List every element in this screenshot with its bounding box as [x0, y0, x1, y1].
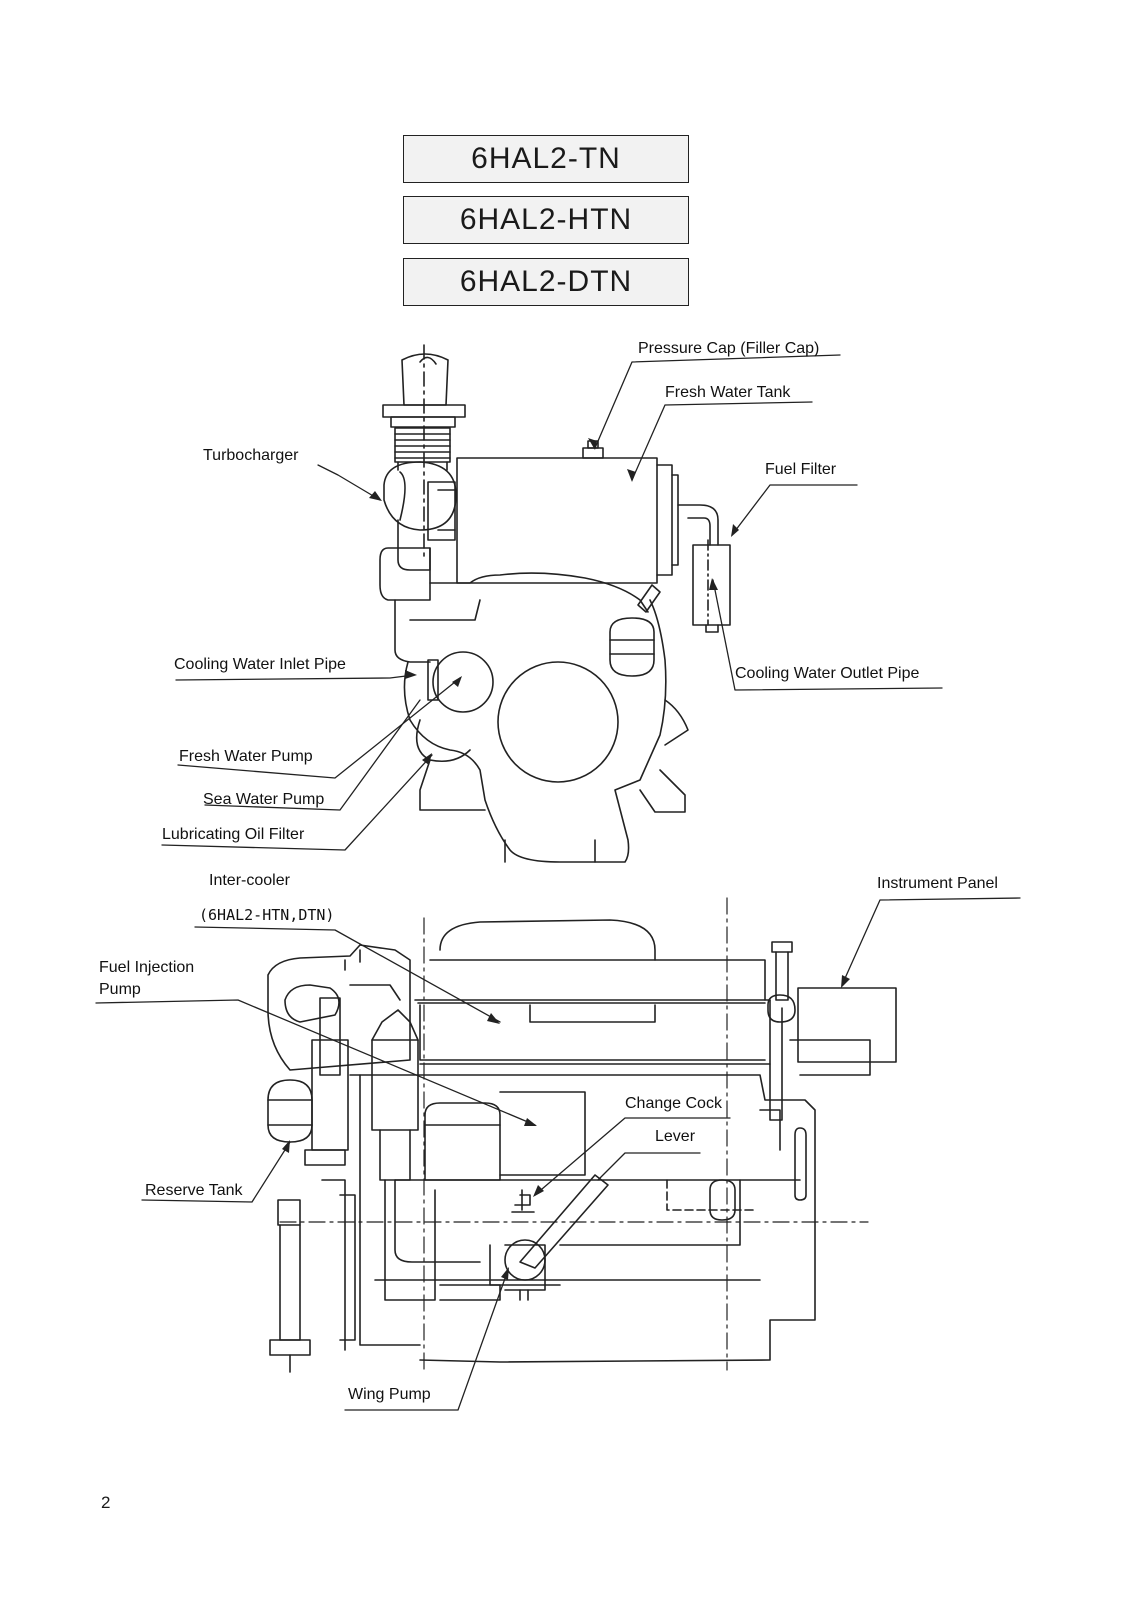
engine-block-front	[395, 573, 688, 862]
fresh-water-pump	[428, 652, 493, 712]
side-leader-lines	[96, 898, 1020, 1410]
lubricating-oil-filter	[417, 720, 470, 761]
centerlines	[280, 898, 868, 1370]
cylinder-head	[415, 960, 770, 1064]
label-change-cock: Change Cock	[625, 1095, 722, 1112]
model-box-htn: 6HAL2-HTN	[403, 196, 689, 244]
crankshaft-pulley	[498, 662, 618, 782]
label-fuel-filter: Fuel Filter	[765, 461, 837, 478]
label-pressure-cap: Pressure Cap (Filler Cap)	[638, 340, 820, 357]
label-lever: Lever	[655, 1128, 696, 1145]
page-number: 2	[101, 1493, 111, 1512]
turbocharger	[380, 462, 456, 600]
label-cooling-water-outlet-pipe: Cooling Water Outlet Pipe	[735, 665, 920, 682]
front-view	[162, 345, 942, 862]
label-fuel-injection-pump-line1: Fuel Injection	[99, 959, 195, 976]
label-cooling-water-inlet-pipe: Cooling Water Inlet Pipe	[174, 656, 346, 673]
oil-filter-side	[425, 1103, 500, 1180]
label-sea-water-pump: Sea Water Pump	[203, 791, 325, 808]
side-arrowheads	[282, 975, 850, 1280]
exhaust-stack	[383, 345, 465, 560]
model-box-tn: 6HAL2-TN	[403, 135, 689, 183]
label-turbocharger: Turbocharger	[203, 447, 299, 464]
cooling-pipe-right	[760, 942, 870, 1150]
label-inter-cooler-note: (6HAL2-HTN,DTN)	[199, 906, 335, 924]
front-leader-lines	[162, 355, 942, 850]
level-gauge	[795, 1128, 806, 1200]
label-fresh-water-tank: Fresh Water Tank	[665, 384, 791, 401]
engine-block-side	[322, 1075, 815, 1362]
lever	[520, 1175, 608, 1268]
label-lubricating-oil-filter: Lubricating Oil Filter	[162, 826, 305, 843]
instrument-panel	[798, 988, 896, 1062]
label-instrument-panel: Instrument Panel	[877, 875, 998, 892]
label-wing-pump: Wing Pump	[348, 1386, 431, 1403]
fuel-injection-pump	[372, 1010, 585, 1300]
model-box-dtn: 6HAL2-DTN	[403, 258, 689, 306]
label-reserve-tank: Reserve Tank	[145, 1182, 243, 1199]
front-arrowheads	[369, 438, 739, 765]
label-fresh-water-pump: Fresh Water Pump	[179, 748, 313, 765]
rocker-cover	[440, 920, 655, 960]
fuel-filter	[678, 505, 730, 632]
lower-pipe	[270, 1200, 310, 1372]
label-fuel-injection-pump-line2: Pump	[99, 981, 141, 998]
alternator	[610, 585, 660, 676]
fresh-water-tank	[457, 441, 678, 583]
wing-pump	[505, 1190, 545, 1300]
exhaust-manifold	[268, 945, 410, 1165]
side-view	[96, 898, 1020, 1410]
label-inter-cooler: Inter-cooler	[209, 872, 290, 889]
reserve-tank	[268, 1080, 312, 1142]
